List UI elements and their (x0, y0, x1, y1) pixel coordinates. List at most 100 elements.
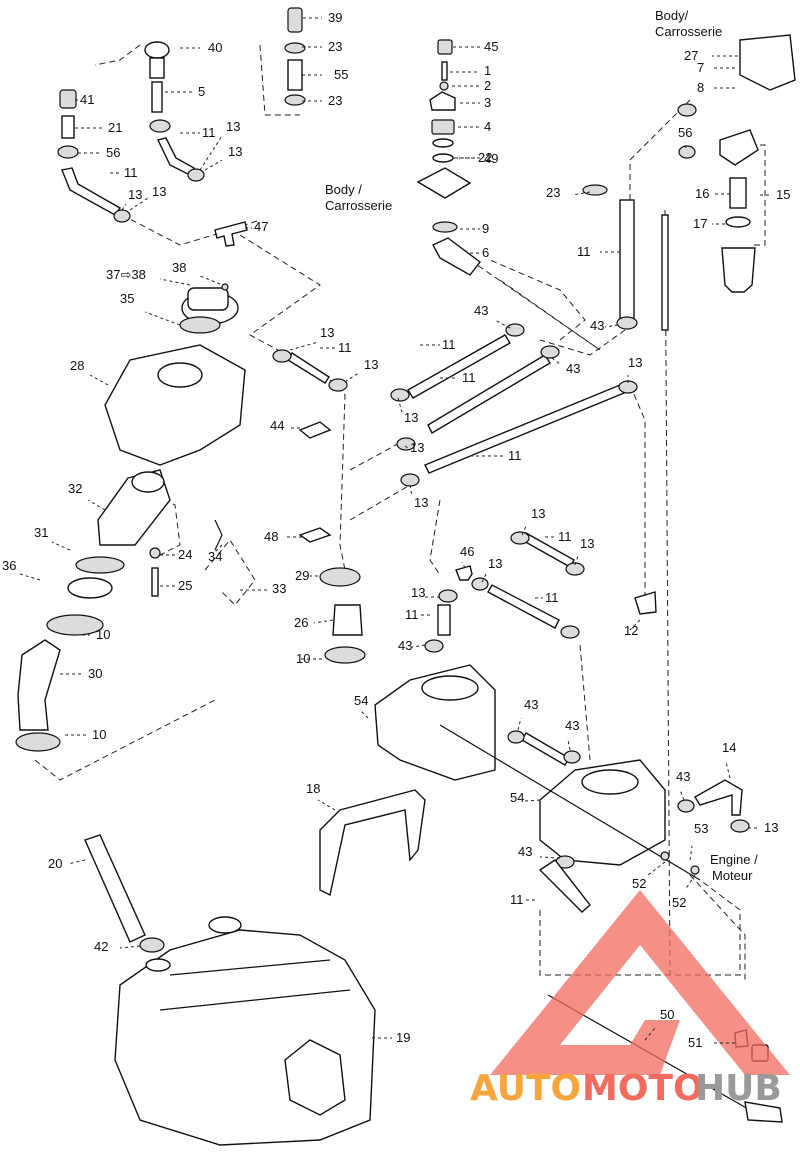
part-number-label: 44 (270, 418, 284, 433)
fitting-12 (634, 591, 657, 615)
clamp-13-c4 (438, 589, 458, 603)
callout-39: 14 (722, 740, 736, 779)
clamp-13-c2 (565, 562, 585, 576)
part-number-label: 14 (722, 740, 736, 755)
part-number-label: 55 (334, 67, 348, 82)
callout-26: 13 (204, 144, 242, 171)
callout-leader (313, 619, 334, 624)
callout-37: 13 (627, 355, 642, 383)
part-number-label: 10 (92, 727, 106, 742)
clamp-43-carb2 (563, 750, 581, 764)
callout-58: 31 (34, 525, 71, 551)
gasket-35 (179, 316, 221, 334)
part-number-label: 49 (484, 151, 498, 166)
callout-leader (204, 159, 223, 171)
washer-2 (439, 81, 449, 91)
part-number-label: 43 (524, 697, 538, 712)
part-number-label: 19 (396, 1030, 410, 1045)
callout-73: 43 (398, 638, 426, 653)
hose-11-right (619, 199, 635, 321)
callout-5: 6 (470, 245, 489, 260)
pickup-20 (84, 834, 146, 943)
part-number-label: 4 (484, 119, 491, 134)
part-number-label: 21 (108, 120, 122, 135)
part-number-label: 7 (697, 60, 704, 75)
callout-36: 13 (574, 536, 594, 566)
bowl-15 (721, 247, 756, 293)
callout-9: 10 (70, 627, 110, 642)
callout-leader (684, 874, 696, 891)
part-number-label: 54 (510, 790, 524, 805)
part-number-label: 1 (484, 63, 491, 78)
clamp-right-top (677, 103, 697, 117)
clamp-43-carb1 (507, 730, 525, 744)
washer-9 (432, 221, 458, 233)
part-number-label: 25 (178, 578, 192, 593)
callout-11: 10 (296, 651, 322, 666)
clamp-43-c2 (560, 625, 580, 639)
gasket-31 (75, 556, 125, 574)
clamp-10-b (15, 732, 61, 752)
tank-neck (208, 916, 242, 934)
washer-24 (149, 547, 161, 559)
callout-92: 56 (78, 145, 120, 160)
clamp-23-right (582, 184, 608, 196)
clamp-10-c (324, 646, 366, 664)
part-number-label: 13 (764, 820, 778, 835)
part-number-label: 40 (208, 40, 222, 55)
callout-leader (159, 278, 191, 286)
watermark-triangle-icon (490, 890, 790, 1075)
callout-leader (551, 357, 561, 365)
callout-leader (144, 311, 181, 326)
callout-17: 11 (470, 448, 522, 463)
part-number-label: 8 (697, 80, 704, 95)
part-number-label: 11 (462, 370, 476, 385)
filter-16 (729, 177, 747, 209)
callout-6: 7 (697, 60, 735, 75)
hose-11-c2 (437, 604, 451, 636)
clamp-13-m3 (390, 388, 410, 402)
callout-57: 30 (60, 666, 102, 681)
part-number-label: 5 (198, 84, 205, 99)
callout-27: 13 (121, 187, 142, 211)
callout-leader (199, 275, 221, 285)
callout-41: 16 (695, 186, 730, 201)
part-number-label: 11 (510, 892, 524, 907)
part-number-label: 13 (404, 410, 418, 425)
callout-3: 4 (458, 119, 491, 134)
callout-leader (689, 845, 693, 861)
callout-leader (521, 523, 528, 536)
annotations: Body / Carrosserie Body/ Carrosserie Eng… (325, 8, 758, 883)
part-number-label: 43 (565, 718, 579, 733)
callout-85: 51 (688, 1035, 735, 1050)
part-number-label: 28 (70, 358, 84, 373)
fitting-21 (61, 115, 75, 139)
callout-4: 5 (165, 84, 205, 99)
screw-25 (151, 567, 159, 597)
vent-38 (221, 283, 229, 291)
part-number-label: 11 (545, 590, 559, 605)
part-number-label: 23 (328, 93, 342, 108)
callout-leader (129, 197, 149, 211)
callout-leader (494, 319, 511, 329)
part-number-label: 54 (354, 693, 368, 708)
callout-79: 45 (453, 39, 498, 54)
callout-leader (567, 739, 571, 751)
part-number-label: 23 (328, 39, 342, 54)
part-number-label: 43 (676, 769, 690, 784)
hose-11-c3 (487, 584, 560, 629)
callout-leader (604, 324, 619, 328)
part-number-label: 37⇨38 (106, 267, 146, 282)
callout-50: 23 (302, 93, 342, 108)
callout-leader (317, 799, 336, 811)
linkage-rod (439, 724, 701, 881)
callout-31: 13 (404, 440, 424, 455)
tee-46 (455, 565, 473, 581)
part-number-label: 13 (320, 325, 334, 340)
part-number-label: 11 (442, 337, 456, 352)
strap-18 (319, 789, 426, 897)
clamp-13-a (113, 209, 131, 223)
clamp-56-right (678, 145, 696, 159)
body-label-top-2: Carrosserie (655, 24, 722, 39)
part-number-label: 13 (580, 536, 594, 551)
